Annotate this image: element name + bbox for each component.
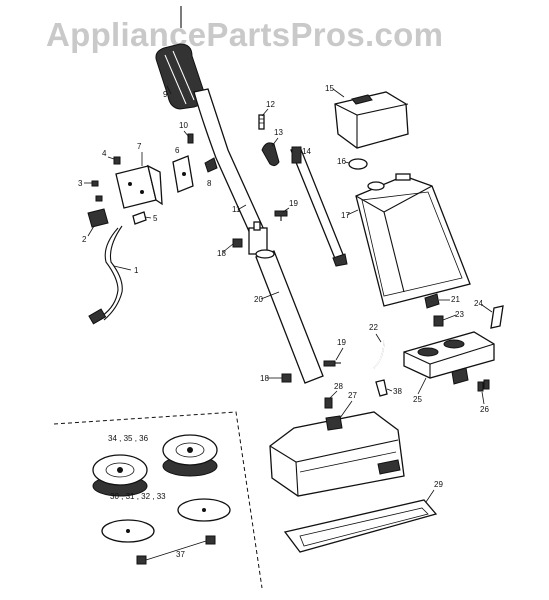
callout-15: 15 xyxy=(325,84,334,93)
callout-11: 11 xyxy=(232,205,241,214)
part-15-tank-cover[interactable] xyxy=(334,91,409,149)
callout-21: 21 xyxy=(451,295,460,304)
part-28-fastener[interactable] xyxy=(324,397,333,409)
part-30-33-pads[interactable] xyxy=(101,498,231,543)
callout-24: 24 xyxy=(474,299,483,308)
callout-25: 25 xyxy=(413,395,422,404)
callout-16: 16 xyxy=(337,157,346,166)
kit-dashed-outline xyxy=(53,411,263,589)
callout-2: 2 xyxy=(82,235,87,244)
callout-19-lower: 19 xyxy=(337,338,346,347)
part-34-36-brushes[interactable] xyxy=(92,434,218,497)
callout-1: 1 xyxy=(134,266,139,275)
part-29-tray[interactable] xyxy=(283,499,438,553)
part-26-screws[interactable] xyxy=(477,379,490,392)
part-2-switch[interactable] xyxy=(87,208,109,228)
part-19-screw-lower[interactable] xyxy=(323,360,341,367)
part-38-fitting[interactable] xyxy=(375,379,388,397)
part-11-upper-handle[interactable] xyxy=(193,88,268,255)
callout-19-upper: 19 xyxy=(289,199,298,208)
part-3-screws[interactable] xyxy=(91,180,103,202)
leader-lines xyxy=(84,85,493,503)
part-20-lower-tube[interactable] xyxy=(255,249,324,384)
callout-18-upper: 18 xyxy=(217,249,226,258)
part-18-fastener-lower[interactable] xyxy=(281,373,292,383)
callout-28: 28 xyxy=(334,382,343,391)
part-12-screw[interactable] xyxy=(258,114,265,130)
callout-26: 26 xyxy=(480,405,489,414)
callout-9: 9 xyxy=(163,90,168,99)
callout-12: 12 xyxy=(266,100,275,109)
callout-27: 27 xyxy=(348,391,357,400)
callout-22: 22 xyxy=(369,323,378,332)
callout-5: 5 xyxy=(153,214,158,223)
part-1-power-cord[interactable] xyxy=(88,225,123,325)
part-24-latch[interactable] xyxy=(490,305,504,329)
part-17-solution-tank[interactable] xyxy=(355,173,471,307)
callout-20: 20 xyxy=(254,295,263,304)
part-14-rod[interactable] xyxy=(290,146,348,267)
callout-34-35-36: 34 , 35 , 36 xyxy=(108,434,149,443)
part-13-clip[interactable] xyxy=(261,142,280,167)
callout-7: 7 xyxy=(137,142,142,151)
callout-30-33: 30 , 31 , 32 , 33 xyxy=(110,492,166,501)
callout-17: 17 xyxy=(341,211,350,220)
part-27-base-housing[interactable] xyxy=(269,411,405,497)
callout-8: 8 xyxy=(207,179,212,188)
callout-37: 37 xyxy=(176,550,185,559)
part-37-clips[interactable] xyxy=(136,535,216,565)
part-5-nut[interactable] xyxy=(132,211,147,225)
callout-18-lower: 18 xyxy=(260,374,269,383)
part-16-cap[interactable] xyxy=(348,158,368,170)
part-22-hose[interactable] xyxy=(373,339,385,369)
callout-6: 6 xyxy=(175,146,180,155)
part-6-plate[interactable] xyxy=(172,155,194,193)
callout-23: 23 xyxy=(455,310,464,319)
callout-13: 13 xyxy=(274,128,283,137)
part-7-bracket[interactable] xyxy=(115,164,163,209)
callout-38: 38 xyxy=(393,387,402,396)
callout-10: 10 xyxy=(179,121,188,130)
part-25-pump-base[interactable] xyxy=(403,331,495,385)
part-8-clip[interactable] xyxy=(204,157,218,173)
callout-3: 3 xyxy=(78,179,83,188)
part-10-pin[interactable] xyxy=(187,133,194,144)
part-23-fitting[interactable] xyxy=(433,315,444,327)
watermark: AppliancePartsPros.com xyxy=(46,16,444,53)
part-21-valve[interactable] xyxy=(424,293,440,309)
callout-14: 14 xyxy=(302,147,311,156)
part-4-screw[interactable] xyxy=(113,156,121,165)
callout-4: 4 xyxy=(102,149,107,158)
part-18-fastener-upper[interactable] xyxy=(232,238,243,248)
callout-29: 29 xyxy=(434,480,443,489)
part-19-screw-upper[interactable] xyxy=(274,210,288,221)
